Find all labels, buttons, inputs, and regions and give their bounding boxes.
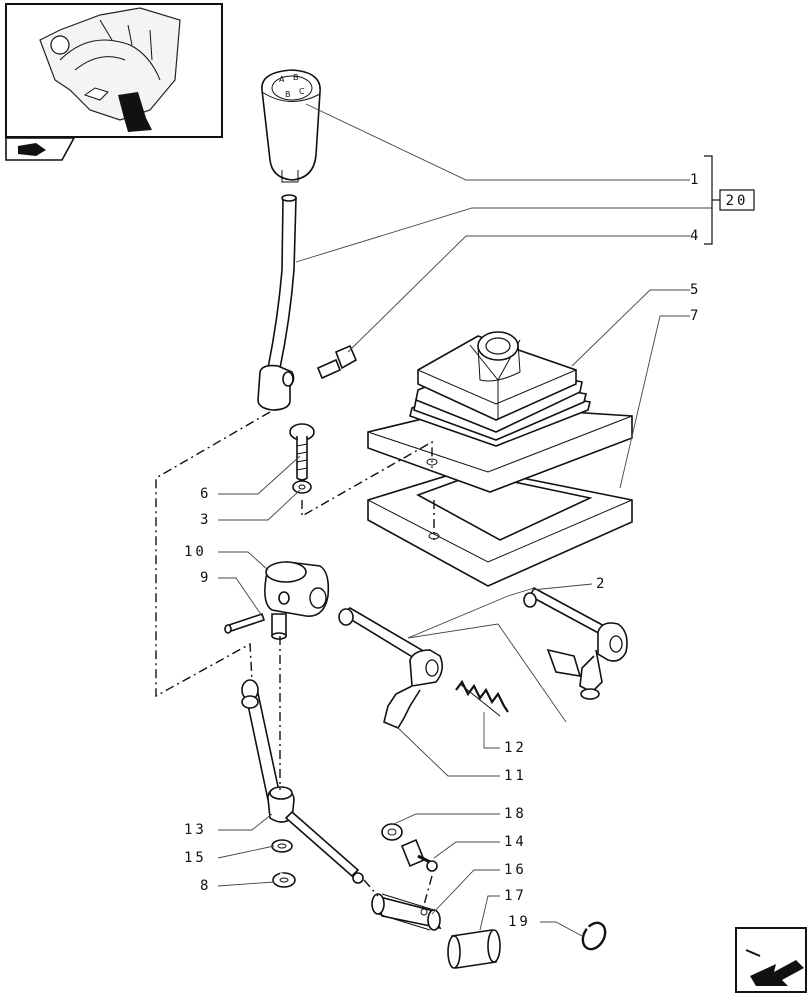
callout-15[interactable]: 15	[184, 850, 207, 866]
gear-knob: A B B C	[261, 69, 321, 183]
bolt	[316, 344, 358, 380]
pin	[224, 612, 266, 634]
callouts: 1 4 5 7 6 3 10 9 2 12 11 13 15 8 18 14 1…	[184, 172, 701, 930]
svg-text:C: C	[299, 87, 305, 96]
callout-16[interactable]: 16	[504, 862, 527, 878]
alignment-lines	[155, 411, 435, 913]
gate-lever	[241, 679, 364, 884]
washer-lower	[271, 839, 293, 853]
callout-17[interactable]: 17	[504, 888, 527, 904]
next-page-arrow-icon[interactable]	[735, 927, 807, 993]
callout-4[interactable]: 4	[690, 228, 701, 244]
selector-block	[264, 561, 330, 617]
snap-ring	[581, 921, 607, 951]
callout-2[interactable]: 2	[596, 576, 607, 592]
callout-14[interactable]: 14	[504, 834, 527, 850]
locator-thumbnail[interactable]	[5, 3, 223, 138]
callout-12[interactable]: 12	[504, 740, 527, 756]
callout-8[interactable]: 8	[200, 878, 211, 894]
callout-18[interactable]: 18	[504, 806, 527, 822]
reference-bracket	[704, 155, 720, 245]
callout-13[interactable]: 13	[184, 822, 207, 838]
reference-number: 20	[726, 193, 749, 209]
callout-10[interactable]: 10	[184, 544, 207, 560]
nut	[381, 823, 403, 841]
callout-9[interactable]: 9	[200, 570, 211, 586]
bush	[447, 929, 501, 969]
callout-11[interactable]: 11	[504, 768, 527, 784]
selector-fork	[523, 586, 628, 700]
svg-text:B: B	[285, 90, 291, 99]
svg-text:A: A	[279, 75, 285, 84]
gear-gaiter-boot	[367, 331, 633, 587]
callout-7[interactable]: 7	[690, 308, 701, 324]
reference-box[interactable]: 20	[719, 189, 755, 211]
spring	[455, 679, 509, 717]
ball-stud	[400, 838, 438, 872]
callout-6[interactable]: 6	[200, 486, 211, 502]
leader-lines	[217, 103, 712, 937]
section-tab-icon[interactable]	[5, 137, 76, 161]
callout-5[interactable]: 5	[690, 282, 701, 298]
gear-lever	[257, 194, 297, 411]
callout-19[interactable]: 19	[508, 914, 531, 930]
washer	[292, 480, 312, 494]
callout-1[interactable]: 1	[690, 172, 701, 188]
svg-text:B: B	[293, 73, 299, 82]
screw	[289, 423, 315, 481]
sleeve	[371, 893, 442, 931]
stud	[271, 613, 287, 640]
selector-shaft	[338, 607, 444, 730]
callout-3[interactable]: 3	[200, 512, 211, 528]
circlip	[272, 872, 296, 888]
